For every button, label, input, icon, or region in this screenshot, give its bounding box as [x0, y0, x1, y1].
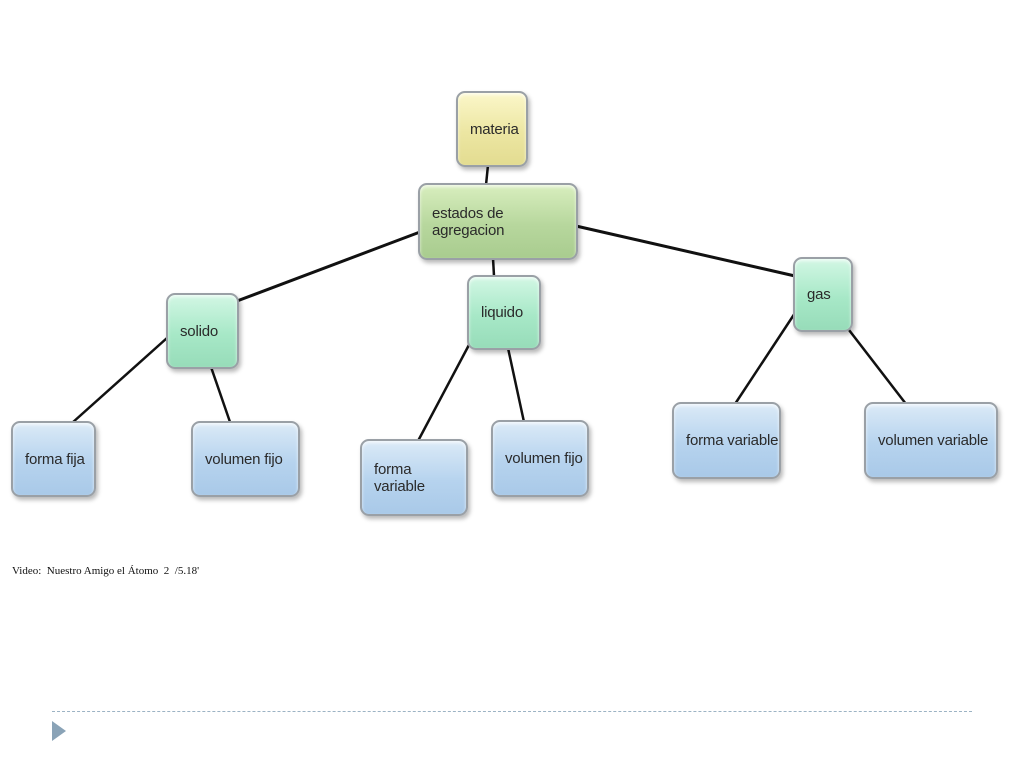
connector-solido-volumen-fijo	[209, 366, 232, 423]
node-materia-label: materia	[470, 120, 519, 138]
node-solido-volumen-fijo: volumen fijo	[191, 421, 300, 497]
node-estados-label: estados de agregacion	[432, 204, 505, 239]
video-caption: Video: Nuestro Amigo el Átomo 2 /5.18'	[12, 565, 200, 577]
node-materia: materia	[456, 91, 528, 167]
node-gas-volumen-variable: volumen variable	[864, 402, 998, 479]
node-liquido-forma-variable: forma variable	[360, 439, 468, 516]
node-solido-forma-label: forma fija	[25, 450, 85, 468]
node-gas-forma-variable: forma variable	[672, 402, 781, 479]
node-solido-forma-fija: forma fija	[11, 421, 96, 497]
node-liquido-label: liquido	[481, 304, 523, 321]
node-liquido-volumen-label: volumen fijo	[505, 450, 583, 467]
connector-gas-volumen-variable	[848, 329, 907, 405]
node-solido-volumen-label: volumen fijo	[205, 450, 283, 468]
node-liquido: liquido	[467, 275, 541, 350]
node-gas-volumen-label: volumen variable	[878, 432, 989, 449]
connector-liquido-volumen-fijo	[506, 347, 526, 423]
connector-estados-liquido	[491, 257, 496, 277]
next-slide-arrow-icon[interactable]	[52, 721, 66, 741]
connector-materia-estados	[484, 164, 490, 186]
node-estados-de-agregacion: estados de agregacion	[418, 183, 578, 260]
footer-divider	[52, 711, 972, 712]
node-liquido-volumen-fijo: volumen fijo	[491, 420, 589, 497]
node-gas: gas	[793, 257, 853, 332]
node-gas-label: gas	[807, 286, 831, 303]
node-solido: solido	[166, 293, 239, 369]
node-solido-label: solido	[180, 322, 218, 340]
connector-liquido-forma-variable	[416, 342, 472, 442]
connector-estados-gas	[575, 224, 796, 278]
node-liquido-forma-label: forma variable	[374, 460, 425, 495]
connector-solido-forma-fija	[71, 337, 168, 424]
connector-estados-solido	[236, 230, 421, 303]
connector-gas-forma-variable	[733, 312, 797, 405]
node-gas-forma-label: forma variable	[686, 432, 779, 449]
